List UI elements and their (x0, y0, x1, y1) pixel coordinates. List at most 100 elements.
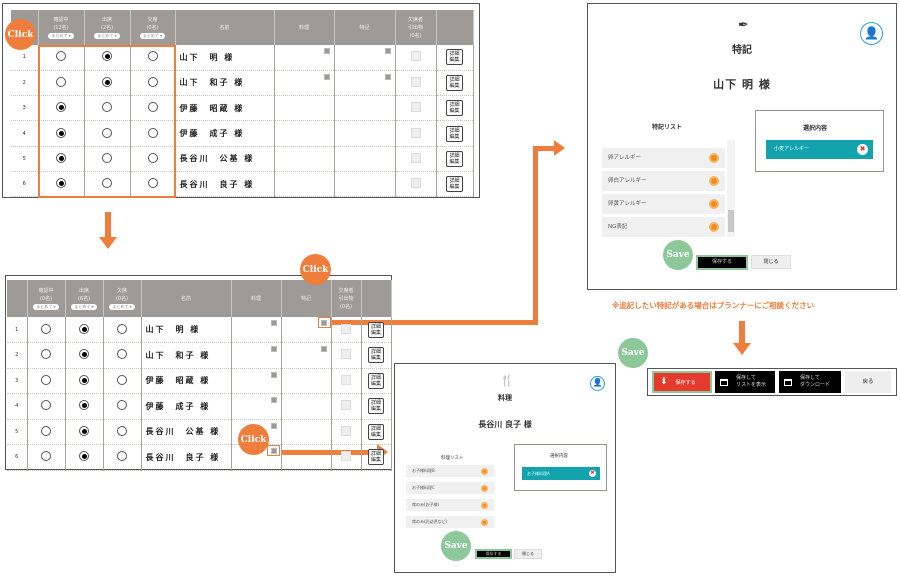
radio-confirming[interactable] (56, 51, 66, 62)
list-item[interactable]: 卵黄アレルギー (602, 194, 725, 214)
list-item[interactable]: 卵白アレルギー (602, 171, 725, 191)
list-item[interactable]: NG表記 (602, 217, 725, 237)
scrollbar-thumb[interactable] (728, 210, 734, 232)
radio-attend[interactable] (79, 400, 89, 411)
radio-absent[interactable] (147, 76, 158, 87)
radio-confirming[interactable] (41, 349, 51, 360)
close-button[interactable]: 閉じる (751, 255, 791, 269)
save-button[interactable]: 保存する (696, 255, 748, 270)
user-icon[interactable]: 👤 (590, 376, 605, 391)
back-button[interactable]: 戻る (845, 371, 891, 393)
meal-memo-icon[interactable] (323, 73, 330, 80)
gift-checkbox[interactable] (341, 400, 351, 411)
detail-edit-button[interactable]: 詳細 編集 (367, 321, 384, 338)
notes-memo-icon[interactable] (384, 48, 391, 54)
list-item[interactable]: 卵アレルギー (602, 148, 725, 168)
bulk-select-dropdown[interactable]: まとめて ▾ (139, 32, 166, 39)
list-item[interactable]: 席のみ(乳幼児など) (406, 516, 494, 528)
radio-absent[interactable] (117, 374, 127, 385)
add-arrow-icon[interactable] (481, 467, 488, 475)
gift-checkbox[interactable] (410, 178, 421, 189)
radio-attend[interactable] (102, 127, 112, 138)
detail-edit-button[interactable]: 詳細 編集 (446, 49, 463, 66)
radio-confirming[interactable] (56, 178, 66, 189)
meal-memo-icon[interactable] (323, 48, 330, 54)
radio-confirming[interactable] (41, 425, 51, 436)
radio-absent[interactable] (147, 152, 158, 163)
save-download-button[interactable]: 保存して ダウンロード (779, 371, 841, 393)
radio-absent[interactable] (117, 349, 127, 360)
meal-memo-icon[interactable] (270, 346, 277, 352)
save-button[interactable]: ⬇保存する (652, 371, 712, 393)
radio-confirming[interactable] (56, 152, 66, 163)
detail-edit-button[interactable]: 詳細 編集 (367, 449, 384, 466)
add-arrow-icon[interactable] (481, 501, 488, 509)
radio-confirming[interactable] (41, 374, 51, 385)
radio-attend[interactable] (79, 349, 89, 360)
radio-confirming[interactable] (41, 400, 51, 411)
bulk-select-dropdown[interactable]: まとめて ▾ (33, 303, 59, 310)
gift-checkbox[interactable] (410, 152, 421, 163)
radio-confirming[interactable] (41, 451, 51, 462)
add-arrow-icon[interactable] (481, 484, 488, 492)
bulk-select-dropdown[interactable]: まとめて ▾ (94, 32, 120, 39)
list-item[interactable]: 席のみ(お子様) (406, 499, 494, 511)
gift-checkbox[interactable] (410, 102, 421, 113)
notes-memo-icon[interactable] (320, 320, 327, 326)
bulk-select-dropdown[interactable]: まとめて ▾ (48, 32, 74, 39)
radio-absent[interactable] (117, 323, 127, 334)
radio-confirming[interactable] (56, 127, 66, 138)
radio-attend[interactable] (102, 51, 112, 62)
radio-attend[interactable] (102, 76, 112, 87)
gift-checkbox[interactable] (341, 374, 351, 385)
radio-absent[interactable] (147, 102, 158, 113)
radio-absent[interactable] (147, 178, 158, 189)
add-arrow-icon[interactable] (709, 222, 719, 232)
add-arrow-icon[interactable] (709, 153, 719, 163)
user-icon[interactable]: 👤 (860, 22, 883, 45)
radio-confirming[interactable] (56, 102, 66, 113)
scrollbar[interactable] (727, 140, 735, 237)
detail-edit-button[interactable]: 詳細 編集 (367, 423, 384, 440)
meal-memo-icon[interactable] (270, 397, 277, 403)
bulk-select-dropdown[interactable]: まとめて ▾ (71, 303, 97, 310)
remove-icon[interactable]: ✖ (857, 144, 868, 155)
detail-edit-button[interactable]: 詳細 編集 (446, 176, 463, 193)
meal-memo-icon[interactable] (270, 448, 277, 454)
radio-attend[interactable] (79, 451, 89, 462)
radio-absent[interactable] (147, 127, 158, 138)
gift-checkbox[interactable] (341, 451, 351, 462)
meal-memo-icon[interactable] (270, 371, 277, 378)
radio-attend[interactable] (102, 152, 112, 163)
radio-confirming[interactable] (56, 76, 66, 87)
gift-checkbox[interactable] (341, 425, 351, 436)
add-arrow-icon[interactable] (709, 199, 719, 209)
detail-edit-button[interactable]: 詳細 編集 (367, 372, 384, 389)
radio-absent[interactable] (117, 400, 127, 411)
detail-edit-button[interactable]: 詳細 編集 (446, 74, 463, 91)
gift-checkbox[interactable] (341, 323, 351, 334)
radio-attend[interactable] (79, 425, 89, 436)
list-item[interactable]: お子様料理B (406, 465, 494, 477)
detail-edit-button[interactable]: 詳細 編集 (446, 125, 463, 142)
save-show-list-button[interactable]: 保存して リストを表示 (715, 371, 775, 393)
gift-checkbox[interactable] (410, 127, 421, 138)
notes-memo-icon[interactable] (320, 346, 327, 352)
add-arrow-icon[interactable] (481, 518, 488, 526)
radio-attend[interactable] (79, 323, 89, 334)
radio-absent[interactable] (117, 425, 127, 436)
detail-edit-button[interactable]: 詳細 編集 (367, 398, 384, 415)
radio-attend[interactable] (102, 178, 112, 189)
meal-memo-icon[interactable] (270, 422, 277, 429)
gift-checkbox[interactable] (341, 349, 351, 360)
radio-absent[interactable] (147, 51, 158, 62)
radio-attend[interactable] (102, 102, 112, 113)
close-button[interactable]: 閉じる (514, 549, 542, 559)
gift-checkbox[interactable] (410, 51, 421, 62)
detail-edit-button[interactable]: 詳細 編集 (446, 100, 463, 117)
meal-memo-icon[interactable] (270, 320, 277, 326)
list-item[interactable]: お子様料理C (406, 482, 494, 494)
remove-icon[interactable]: ✖ (589, 470, 596, 477)
radio-confirming[interactable] (41, 323, 51, 334)
radio-absent[interactable] (117, 451, 127, 462)
